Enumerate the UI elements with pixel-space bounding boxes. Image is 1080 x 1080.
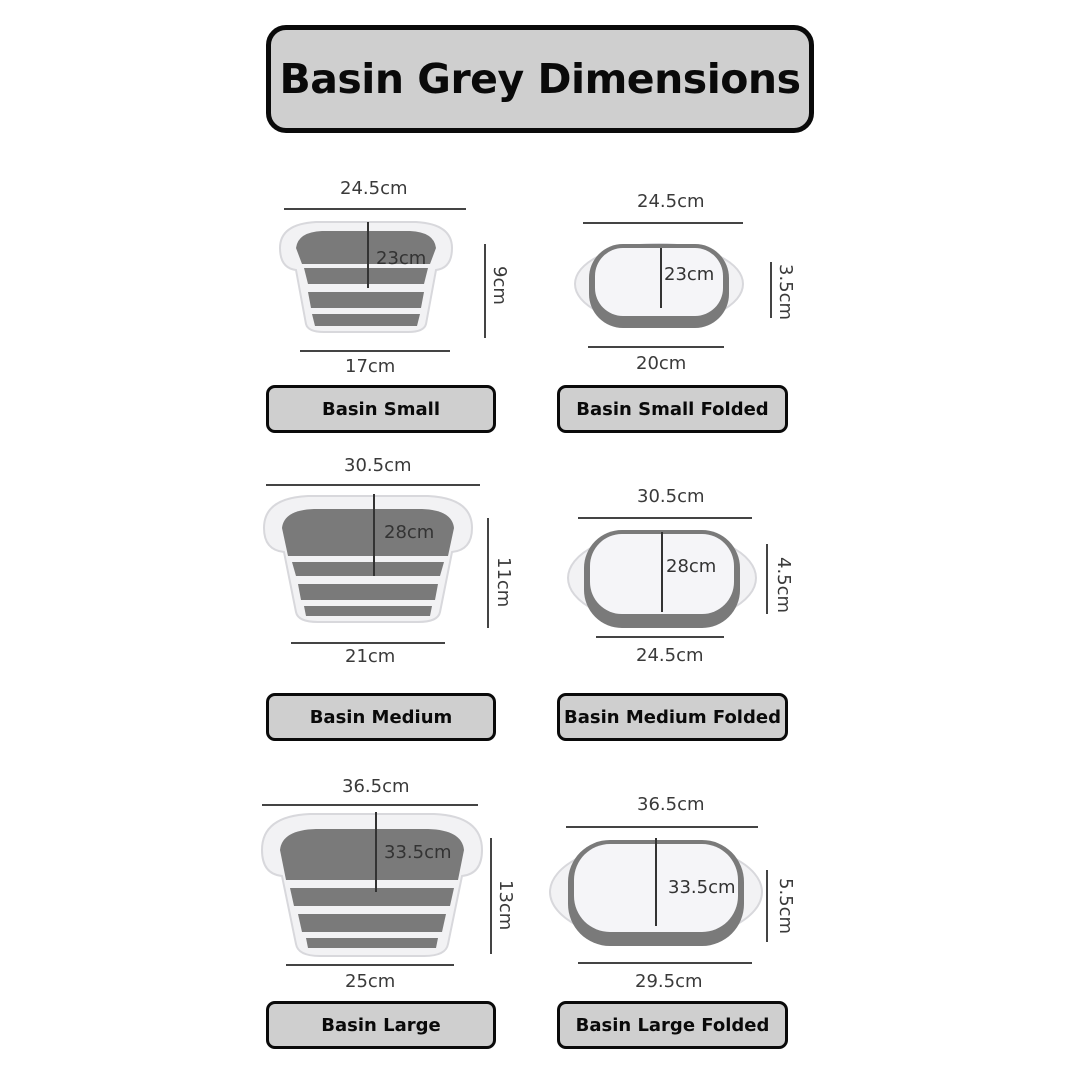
inner-length-label: 28cm <box>666 556 717 577</box>
basin-small-image <box>278 221 454 333</box>
top-width-line <box>578 517 752 519</box>
inner-length-label: 23cm <box>664 264 715 285</box>
height-label: 9cm <box>489 266 510 305</box>
basin-large-label: Basin Large <box>266 1001 496 1049</box>
top-width-label: 24.5cm <box>637 191 705 212</box>
top-width-label: 36.5cm <box>342 776 410 797</box>
bottom-width-line <box>578 962 752 964</box>
inner-length-label: 33.5cm <box>384 842 452 863</box>
height-line <box>487 518 489 628</box>
bottom-width-line <box>300 350 450 352</box>
top-width-line <box>583 222 743 224</box>
top-width-label: 24.5cm <box>340 178 408 199</box>
basin-large-image <box>260 812 484 957</box>
top-width-line <box>284 208 466 210</box>
height-line <box>766 544 768 614</box>
bottom-width-line <box>286 964 454 966</box>
top-width-label: 30.5cm <box>637 486 705 507</box>
basin-medium-folded-label: Basin Medium Folded <box>557 693 788 741</box>
bottom-width-line <box>596 636 724 638</box>
basin-medium-label: Basin Medium <box>266 693 496 741</box>
page-title: Basin Grey Dimensions <box>279 55 801 103</box>
basin-medium-image <box>262 494 474 623</box>
label-text: Basin Large Folded <box>575 1014 770 1036</box>
height-label: 13cm <box>495 880 516 931</box>
basin-large-folded-image <box>549 838 763 946</box>
top-width-line <box>262 804 478 806</box>
bottom-width-label: 17cm <box>345 356 396 377</box>
top-width-label: 36.5cm <box>637 794 705 815</box>
bottom-width-line <box>588 346 724 348</box>
bottom-width-label: 24.5cm <box>636 645 704 666</box>
basin-small-folded-image <box>574 243 744 328</box>
height-line <box>484 244 486 338</box>
label-text: Basin Large <box>321 1014 441 1036</box>
height-label: 5.5cm <box>775 878 796 935</box>
bottom-width-label: 21cm <box>345 646 396 667</box>
height-line <box>770 262 772 318</box>
inner-length-label: 28cm <box>384 522 435 543</box>
bottom-width-label: 20cm <box>636 353 687 374</box>
label-text: Basin Medium <box>309 706 453 728</box>
basin-large-folded-label: Basin Large Folded <box>557 1001 788 1049</box>
bottom-width-label: 25cm <box>345 971 396 992</box>
label-text: Basin Small Folded <box>576 398 769 420</box>
basin-small-folded-label: Basin Small Folded <box>557 385 788 433</box>
basin-medium-folded-image <box>567 530 757 628</box>
height-label: 4.5cm <box>773 557 794 614</box>
basin-small-label: Basin Small <box>266 385 496 433</box>
label-text: Basin Small <box>321 398 441 420</box>
top-width-line <box>266 484 480 486</box>
top-width-label: 30.5cm <box>344 455 412 476</box>
title-banner: Basin Grey Dimensions <box>266 25 814 133</box>
inner-length-label: 33.5cm <box>668 877 736 898</box>
height-label: 3.5cm <box>775 264 796 321</box>
height-line <box>766 870 768 942</box>
top-width-line <box>566 826 758 828</box>
height-line <box>490 838 492 954</box>
bottom-width-label: 29.5cm <box>635 971 703 992</box>
inner-length-label: 23cm <box>376 248 427 269</box>
bottom-width-line <box>291 642 445 644</box>
label-text: Basin Medium Folded <box>564 706 781 728</box>
height-label: 11cm <box>493 557 514 608</box>
